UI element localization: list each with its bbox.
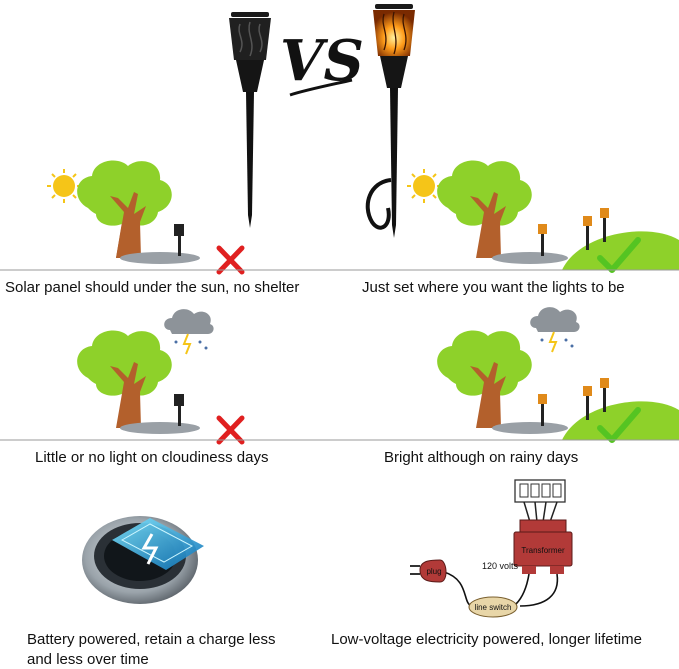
battery-disc-image <box>82 516 204 604</box>
lit-mini-torch-icon <box>538 208 609 256</box>
caption-solar-sun: Solar panel should under the sun, no she… <box>5 279 300 296</box>
vs-mark: VS <box>280 28 364 97</box>
wrong-mark-icon <box>216 415 245 445</box>
caption-battery-line1: Battery powered, retain a charge less <box>27 631 276 648</box>
wrong-mark-icon <box>216 245 245 275</box>
sun-icon <box>47 169 81 203</box>
plug-icon: plug <box>410 559 447 583</box>
tree-icon <box>437 330 532 428</box>
sunny-scene-left <box>47 160 245 275</box>
voltage-label: 120 volts <box>482 561 519 571</box>
tree-icon <box>437 160 532 258</box>
line-switch-icon: line switch <box>468 596 518 618</box>
vs-text: VS <box>280 28 364 94</box>
caption-low-voltage: Low-voltage electricity powered, longer … <box>331 631 642 648</box>
transformer-box: Transformer <box>513 519 573 574</box>
rainy-scene-right <box>437 307 679 443</box>
grass-hill <box>562 231 679 270</box>
transformer-label: Transformer <box>521 546 565 555</box>
caption-battery-line2: and less over time <box>27 651 149 668</box>
grass-hill <box>562 401 679 440</box>
unlit-torch-image <box>229 12 271 228</box>
tree-icon <box>77 160 172 258</box>
caption-just-set: Just set where you want the lights to be <box>362 279 625 296</box>
lit-torch-image <box>365 4 415 238</box>
mini-torch-icon <box>174 394 184 426</box>
lit-mini-torch-icon <box>538 378 609 426</box>
mini-torch-icon <box>174 224 184 256</box>
sunny-scene-right <box>407 160 679 273</box>
storm-cloud-icon <box>164 309 214 355</box>
line-switch-label: line switch <box>475 603 512 612</box>
sun-icon <box>407 169 441 203</box>
plug-label: plug <box>426 567 441 576</box>
cloudy-scene-left <box>77 309 245 445</box>
tree-icon <box>77 330 172 428</box>
caption-cloudy: Little or no light on cloudiness days <box>35 449 269 466</box>
battery-chip-icon <box>112 518 204 570</box>
wiring-diagram: Transformer 120 volts plug line switch <box>410 479 573 618</box>
caption-bright-rainy: Bright although on rainy days <box>384 449 579 466</box>
outlet-panel <box>514 479 566 523</box>
storm-cloud-icon <box>530 307 580 353</box>
